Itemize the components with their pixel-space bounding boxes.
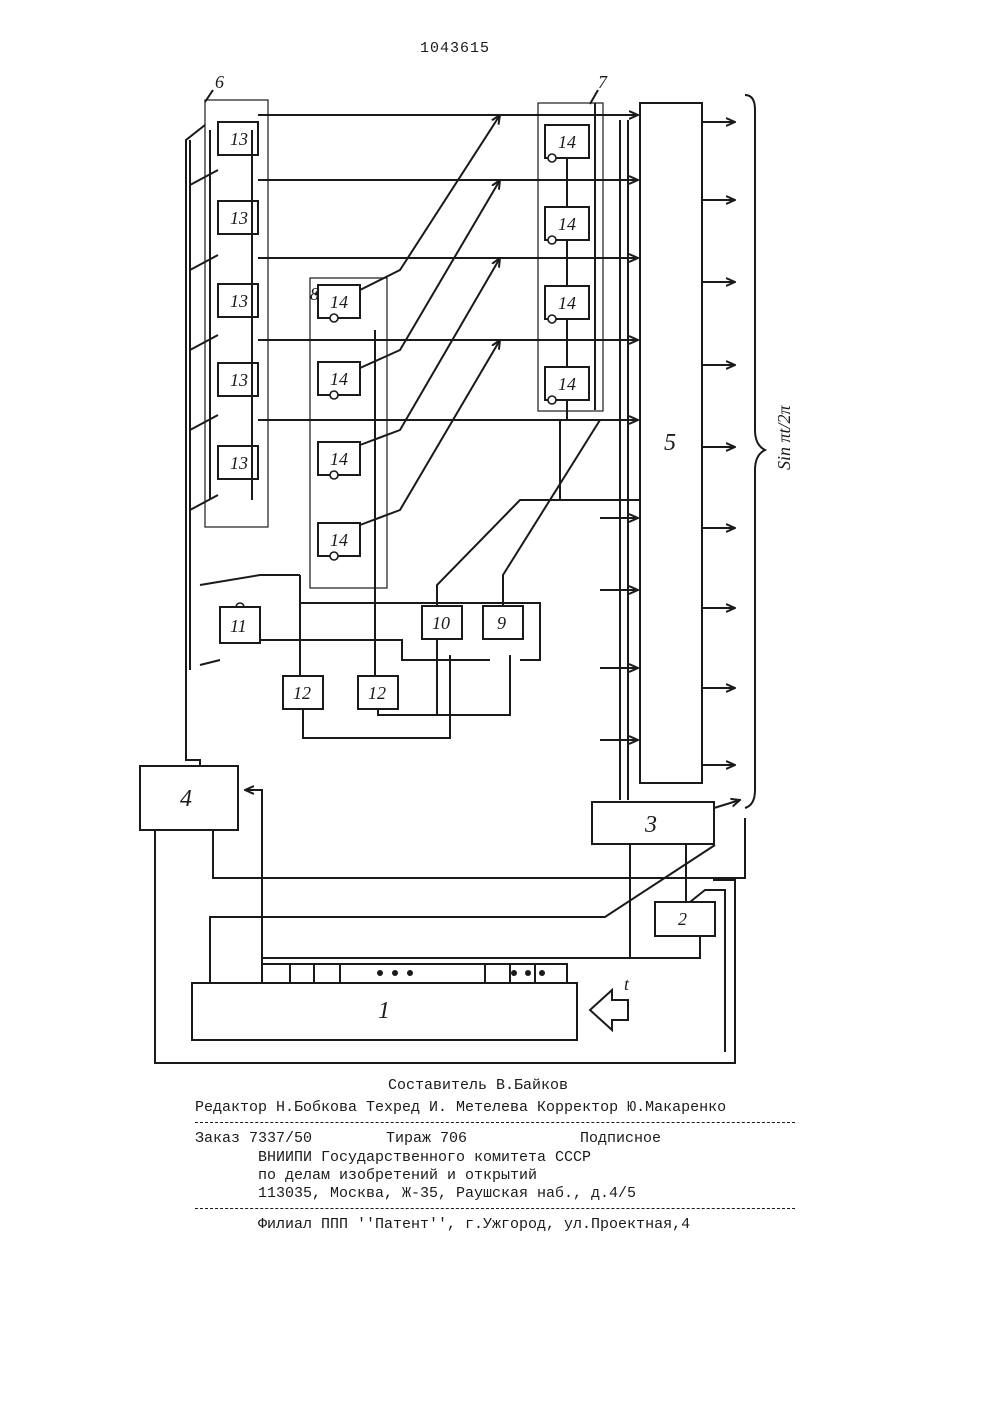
label-2: 2 (678, 909, 687, 929)
label-13-c: 13 (230, 291, 248, 311)
label-14-g8-d: 14 (330, 530, 348, 550)
label-3: 3 (644, 812, 657, 838)
label-9: 9 (497, 613, 506, 633)
label-group-6: 6 (215, 72, 224, 92)
branch-line: Филиал ППП ''Патент'', г.Ужгород, ул.Про… (258, 1216, 690, 1233)
credits-line: Редактор Н.Бобкова Техред И. Метелева Ко… (195, 1099, 726, 1116)
label-13-a: 13 (230, 129, 248, 149)
order-number: Заказ 7337/50 (195, 1130, 312, 1147)
divider-top (195, 1122, 795, 1123)
label-1: 1 (378, 998, 390, 1024)
label-14-g7-c: 14 (558, 293, 576, 313)
label-12-b: 12 (368, 683, 386, 703)
label-14-g7-a: 14 (558, 132, 576, 152)
label-group-8: 8 (310, 284, 319, 304)
label-12-a: 12 (293, 683, 311, 703)
circulation: Тираж 706 (386, 1130, 467, 1147)
label-output: Sin πt/2π (774, 404, 794, 470)
label-14-g7-b: 14 (558, 214, 576, 234)
org-line-2: по делам изобретений и открытий (258, 1167, 537, 1184)
composer-line: Составитель В.Байков (388, 1077, 568, 1094)
label-group-7: 7 (598, 72, 608, 92)
org-address: 113035, Москва, Ж-35, Раушская наб., д.4… (258, 1185, 636, 1202)
org-line-1: ВНИИПИ Государственного комитета СССР (258, 1149, 591, 1166)
divider-bottom (195, 1208, 795, 1209)
label-input-t: t (624, 974, 630, 994)
label-14-g8-c: 14 (330, 449, 348, 469)
label-14-g8-a: 14 (330, 292, 348, 312)
label-14-g8-b: 14 (330, 369, 348, 389)
label-13-b: 13 (230, 208, 248, 228)
label-13-d: 13 (230, 370, 248, 390)
label-5: 5 (664, 430, 676, 456)
label-14-g7-d: 14 (558, 374, 576, 394)
label-13-e: 13 (230, 453, 248, 473)
subscription: Подписное (580, 1130, 661, 1147)
label-10: 10 (432, 613, 450, 633)
label-11: 11 (230, 616, 247, 636)
label-4: 4 (180, 786, 192, 812)
